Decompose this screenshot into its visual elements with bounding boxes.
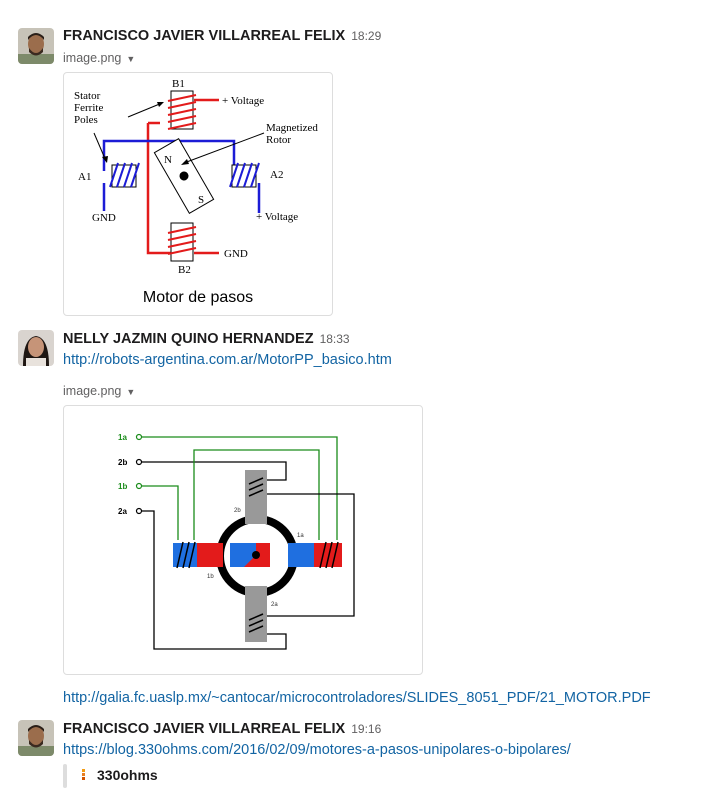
- svg-text:+ Voltage: + Voltage: [222, 95, 264, 107]
- stepper-motor-diagram: N S Stator Ferrite Poles B1 B2 A1 A2 + V…: [74, 78, 318, 276]
- svg-text:N: N: [164, 154, 172, 166]
- file-name[interactable]: image.png▼: [63, 384, 136, 398]
- avatar[interactable]: [18, 330, 54, 366]
- svg-text:2b: 2b: [234, 508, 241, 514]
- image-attachment[interactable]: 1a 2b 1b 2a 2b 1a 1b 2a: [63, 405, 423, 675]
- image-attachment[interactable]: N S Stator Ferrite Poles B1 B2 A1 A2 + V…: [63, 72, 333, 316]
- svg-text:+ Voltage: + Voltage: [256, 211, 298, 223]
- svg-text:B2: B2: [178, 264, 191, 276]
- svg-text:S: S: [198, 194, 204, 206]
- timestamp[interactable]: 18:33: [319, 332, 350, 346]
- svg-text:1b: 1b: [207, 574, 214, 580]
- svg-text:GND: GND: [224, 248, 248, 260]
- svg-text:Ferrite: Ferrite: [74, 102, 103, 114]
- svg-text:1a: 1a: [297, 533, 304, 539]
- timestamp[interactable]: 18:29: [351, 29, 382, 43]
- svg-text:A1: A1: [78, 171, 91, 183]
- bipolar-stepper-diagram: 1a 2b 1b 2a 2b 1a 1b 2a: [118, 433, 355, 650]
- avatar[interactable]: [18, 720, 54, 756]
- image-caption: Motor de pasos: [142, 289, 254, 306]
- svg-text:1a: 1a: [118, 433, 127, 442]
- 330ohms-favicon: [80, 768, 88, 780]
- caret-down-icon[interactable]: ▼: [126, 387, 136, 397]
- svg-text:Rotor: Rotor: [266, 134, 291, 146]
- avatar[interactable]: [18, 28, 54, 64]
- svg-text:Stator: Stator: [74, 90, 101, 102]
- message-link[interactable]: https://blog.330ohms.com/2016/02/09/moto…: [63, 742, 571, 758]
- svg-text:A2: A2: [270, 169, 283, 181]
- svg-text:2a: 2a: [271, 602, 278, 608]
- timestamp[interactable]: 19:16: [351, 722, 382, 736]
- svg-text:2a: 2a: [118, 507, 127, 516]
- file-name[interactable]: image.png▼: [63, 51, 136, 65]
- svg-text:Poles: Poles: [74, 114, 98, 126]
- svg-text:Magnetized: Magnetized: [266, 122, 318, 134]
- svg-text:B1: B1: [172, 78, 185, 90]
- unfurl-site-name[interactable]: 330ohms: [80, 767, 158, 783]
- svg-text:GND: GND: [92, 212, 116, 224]
- caret-down-icon[interactable]: ▼: [126, 54, 136, 64]
- svg-text:1b: 1b: [118, 482, 127, 491]
- message-link[interactable]: http://robots-argentina.com.ar/MotorPP_b…: [63, 352, 392, 368]
- message-link[interactable]: http://galia.fc.uaslp.mx/~cantocar/micro…: [63, 690, 651, 706]
- svg-text:2b: 2b: [118, 458, 127, 467]
- unfurl-quote-bar: [63, 764, 67, 788]
